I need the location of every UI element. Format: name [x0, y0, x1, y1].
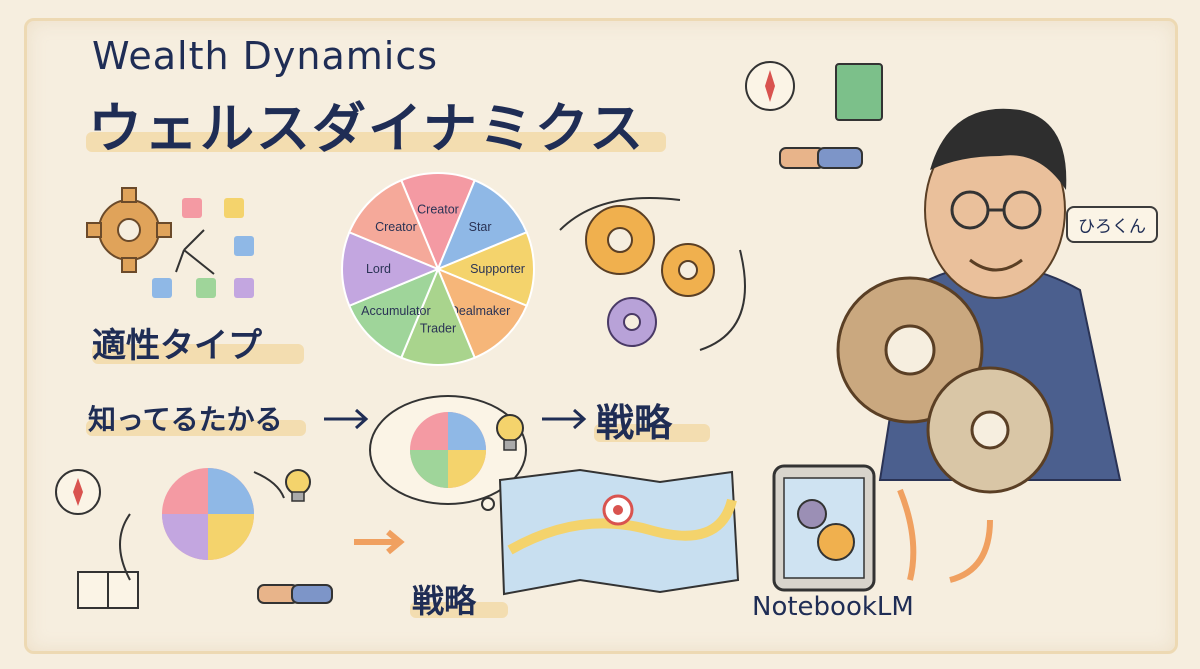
handshake-icon: [779, 147, 863, 169]
compass-icon: [55, 469, 101, 515]
wheel-segment-label: Trader: [420, 322, 456, 336]
wheel-segment: [436, 267, 528, 359]
cycle-graphic: [55, 468, 333, 609]
wheel-segment: [399, 172, 477, 272]
tablet-icon: [772, 464, 876, 592]
name-tag: ひろくん: [1066, 206, 1158, 243]
strategy-bottom-label: 戦略: [412, 582, 477, 620]
wheel-segment-label: Accumulator: [361, 304, 430, 318]
wheel-segment: [399, 266, 477, 366]
book-icon: [835, 63, 883, 121]
title-japanese: ウェルスダイナミクス: [88, 97, 646, 160]
compass-icon: [745, 61, 795, 111]
wheel-segment-label: Star: [469, 220, 492, 234]
wheel-segment: [341, 230, 441, 308]
thought-bubble: [369, 395, 527, 511]
icons-top-right: [745, 61, 883, 169]
title-highlight: [86, 132, 666, 152]
gear-icon: [926, 366, 1054, 494]
wheel-segment: [348, 179, 440, 271]
know-highlight: [86, 420, 306, 436]
gears-cluster: [559, 197, 746, 351]
gear-squares-graphic: [86, 187, 254, 298]
arrow-icon: [354, 529, 405, 555]
wheel-segment: [435, 230, 535, 308]
page-frame: [24, 18, 1178, 654]
gear-icon: [86, 187, 172, 273]
arrow-icon: [897, 488, 993, 583]
wheel-segment-label: Creator: [375, 220, 417, 234]
aptitude-label: 適性タイプ: [92, 326, 262, 366]
strategy-bottom-highlight: [410, 602, 508, 618]
gear-icon: [585, 205, 655, 275]
gear-icon: [607, 297, 657, 347]
wealth-wheel: CreatorStarSupporterDealmakerTraderAccum…: [341, 172, 535, 366]
wheel-segment-label: Lord: [366, 262, 391, 276]
arrow-icon: [324, 408, 369, 430]
person-illustration: [836, 108, 1122, 494]
wheel-segment-label: Creator: [417, 202, 459, 216]
wheel-segment: [436, 179, 528, 271]
wheel-segment-label: Supporter: [470, 262, 525, 276]
wheel-segment-label: Dealmaker: [450, 304, 510, 318]
title-english: Wealth Dynamics: [92, 34, 439, 78]
aptitude-highlight: [92, 344, 304, 364]
lightbulb-icon: [496, 414, 524, 451]
map-icon: [498, 468, 740, 596]
strategy-top-label: 戦略: [596, 401, 673, 445]
know-label: 知ってるたかる: [88, 403, 283, 436]
gear-icon: [661, 243, 715, 297]
arrow-icon: [542, 408, 587, 430]
lightbulb-icon: [285, 469, 311, 502]
notebooklm-label: NotebookLM: [752, 592, 914, 622]
wheel-segment: [348, 267, 440, 359]
handshake-icon: [257, 584, 333, 604]
strategy-top-highlight: [594, 424, 710, 442]
